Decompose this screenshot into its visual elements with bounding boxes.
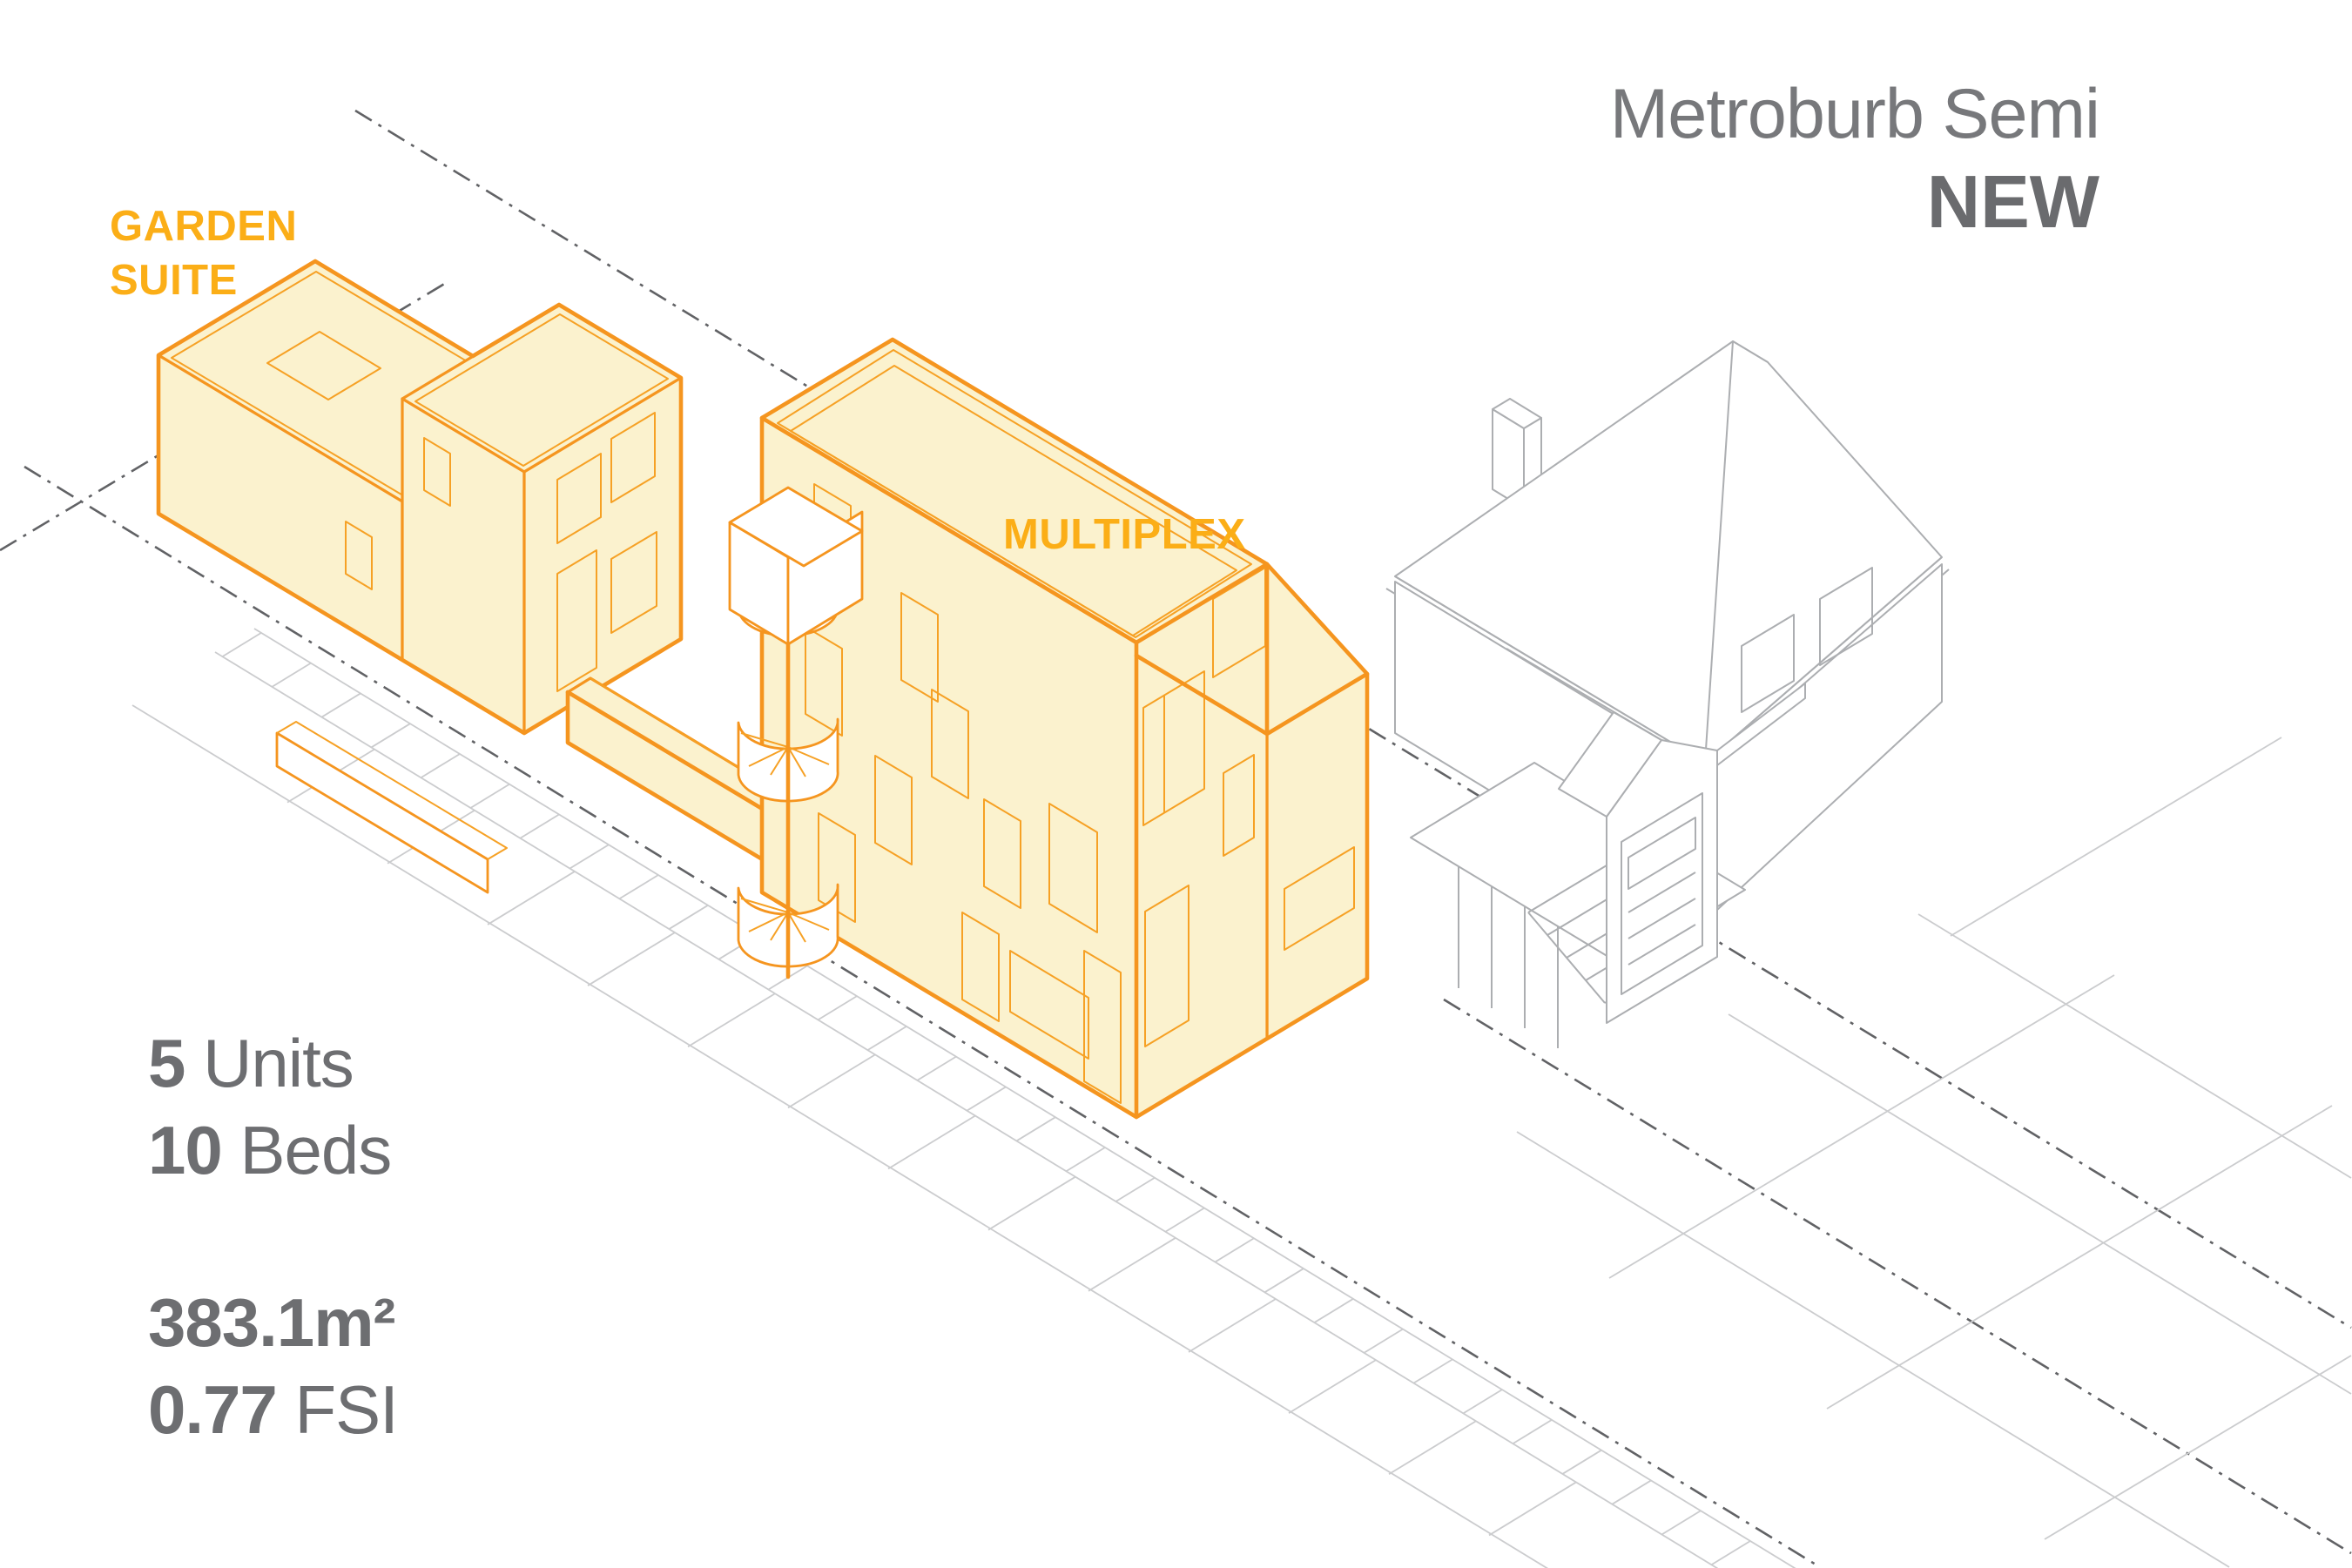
page-title: Metroburb Semi [1609,75,2100,153]
multiplex-windows-west [805,483,1122,1104]
garage [1506,648,1806,1024]
garden-suite-window [610,531,657,634]
driveway-paving [1516,737,2352,1568]
house-window [1741,614,1795,713]
stats-units-beds: 5 Units 10 Beds [148,1020,392,1195]
garden-suite-door [556,549,597,692]
multiplex-lower-wing [1265,672,1369,1040]
stat-fsi: 0.77 FSI [148,1370,399,1448]
multiplex-building [759,337,1370,1120]
status-badge: NEW [1926,160,2099,244]
spiral-staircase [728,486,864,979]
garden-suite-window [345,521,373,590]
stats-area-fsi: 383.1m² 0.77 FSI [148,1280,399,1454]
garden-suite-window [556,453,602,544]
planter-wall [275,731,489,894]
existing-house [1385,340,1950,1048]
label-garden-suite: GARDEN SUITE [110,203,298,304]
label-multiplex: MULTIPLEX [1003,511,1246,558]
garden-suite-window [423,437,451,507]
garden-suite-building [156,259,684,736]
garden-suite-window [610,412,656,503]
garage-door [1621,792,1703,995]
skylight [266,331,381,400]
stat-beds: 10 Beds [148,1111,392,1188]
stat-area: 383.1m² [148,1284,396,1361]
title-block: Metroburb Semi NEW [1609,71,2100,248]
house-window [1819,567,1873,666]
stat-units: 5 Units [148,1025,354,1101]
